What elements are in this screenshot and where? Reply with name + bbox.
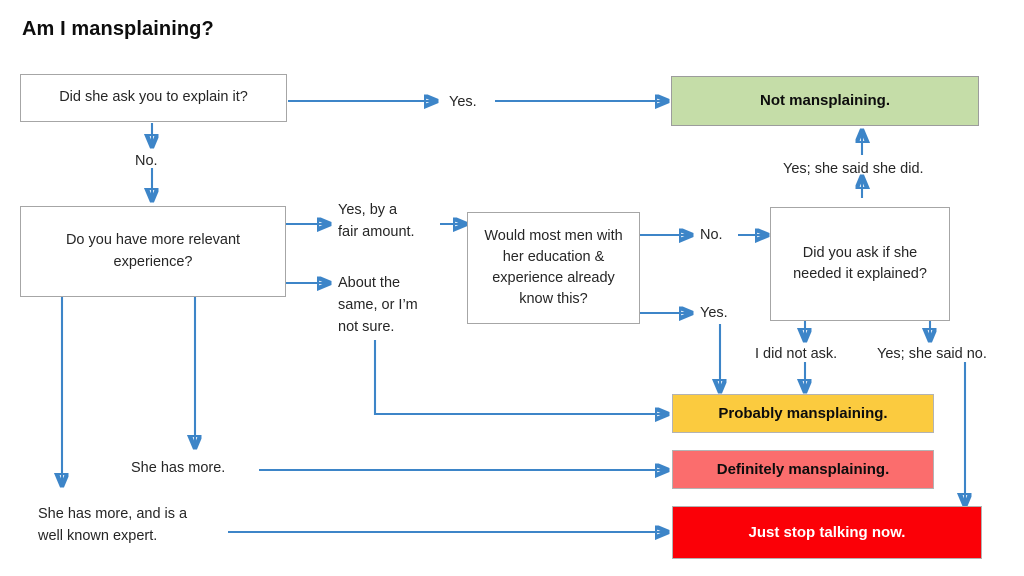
page-title: Am I mansplaining? (22, 18, 214, 40)
edge-label-no: No. (135, 153, 158, 169)
node-result-not-mansplaining[interactable]: Not mansplaining. (671, 76, 979, 126)
node-q4-text: Did you ask if she needed it explained? (793, 244, 927, 282)
node-result-just-stop-talking[interactable]: Just stop talking now. (672, 506, 982, 559)
node-q3-text: Would most men with her education & expe… (484, 227, 623, 308)
edge-label-i-did-not-ask: I did not ask. (755, 346, 838, 362)
edge-label-about-the-same: About the same, or I’m not sure. (338, 275, 418, 335)
node-result-pink-text: Definitely mansplaining. (716, 460, 890, 478)
wire-aboutsame-yellow (373, 340, 668, 414)
edge-label-well-known-expert: She has more, and is a well known expert… (38, 506, 188, 544)
node-q1[interactable]: Did she ask you to explain it? (20, 74, 287, 122)
edge-label-she-has-more: She has more. (131, 460, 226, 476)
node-q3[interactable]: Would most men with her education & expe… (467, 212, 640, 324)
edge-label-yes-top: Yes. (449, 94, 477, 110)
node-q2[interactable]: Do you have more relevant experience? (20, 206, 286, 297)
node-result-yellow-text: Probably mansplaining. (718, 404, 888, 422)
node-result-red-text: Just stop talking now. (748, 523, 906, 541)
node-result-probably-mansplaining[interactable]: Probably mansplaining. (672, 394, 934, 433)
edge-label-q3-no: No. (700, 227, 723, 243)
edge-label-yes-she-said-she-did: Yes; she said she did. (783, 161, 924, 177)
node-q4[interactable]: Did you ask if she needed it explained? (770, 207, 950, 321)
node-q1-text: Did she ask you to explain it? (59, 89, 248, 106)
edge-label-yes-she-said-no: Yes; she said no. (877, 346, 987, 362)
edge-label-yes-fair-amount: Yes, by a fair amount. (338, 202, 415, 240)
edge-label-q3-yes: Yes. (700, 305, 728, 321)
node-result-green-text: Not mansplaining. (759, 92, 890, 110)
node-q2-text: Do you have more relevant experience? (65, 232, 241, 270)
node-result-definitely-mansplaining[interactable]: Definitely mansplaining. (672, 450, 934, 489)
